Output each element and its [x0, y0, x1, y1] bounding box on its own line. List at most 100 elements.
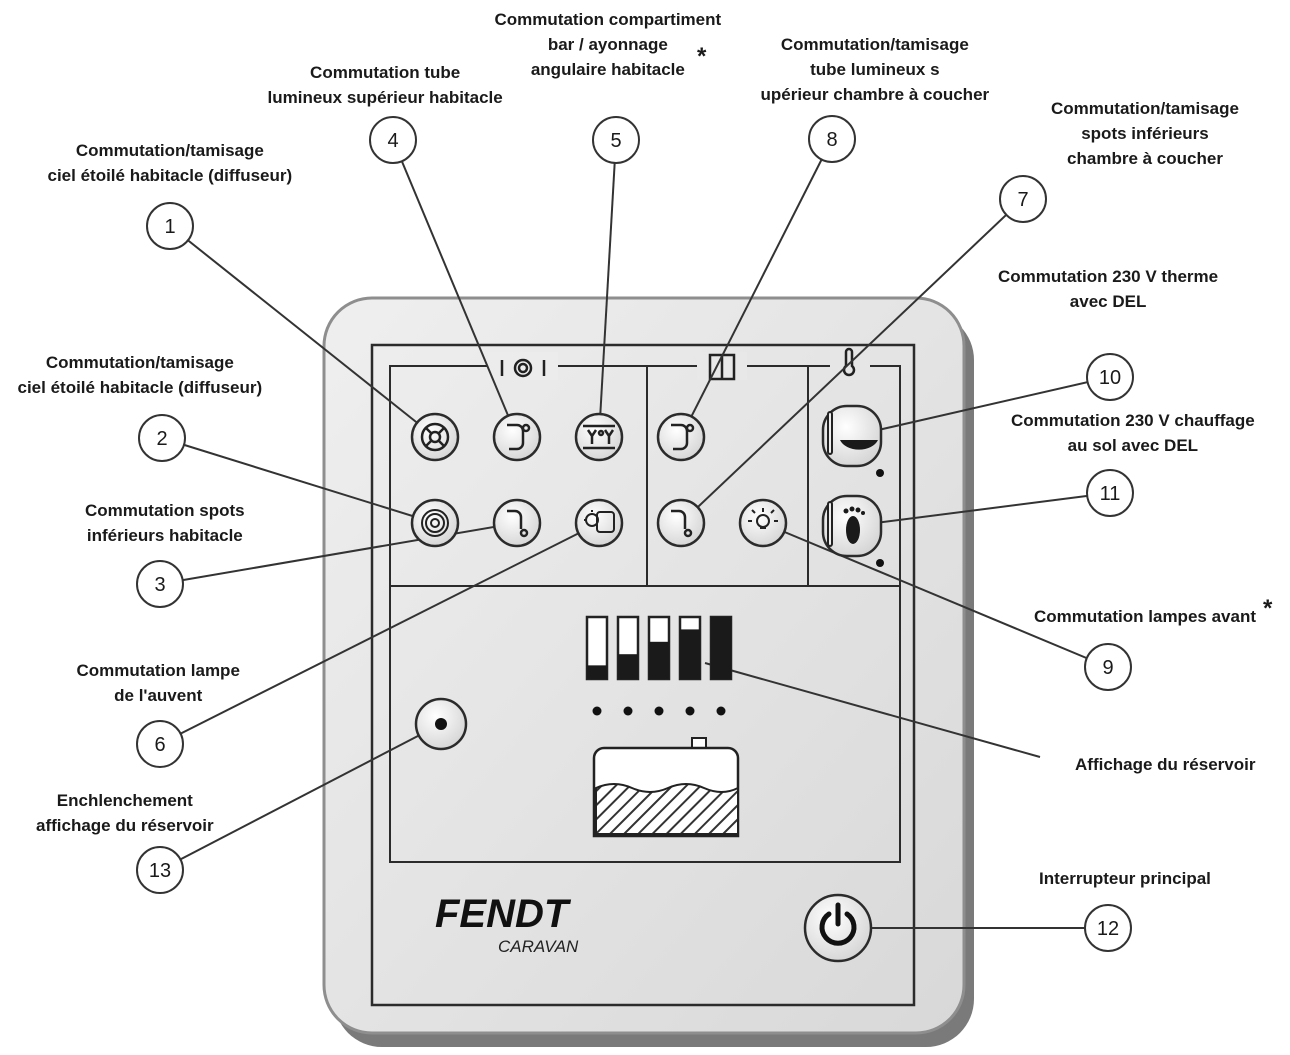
button-b4[interactable] [492, 412, 542, 462]
callout-7: 7 [999, 175, 1047, 223]
leader-line-13 [159, 723, 442, 871]
callout-12: 12 [1084, 904, 1132, 952]
label-line: Enchlenchement [56, 791, 193, 810]
callout-circle [146, 202, 194, 250]
callout-number: 7 [1017, 189, 1028, 211]
diffuser-icon [420, 422, 450, 452]
awning-lamp-icon [584, 510, 615, 533]
label-line: inférieurs habitacle [86, 526, 243, 545]
callout-13: 13 [136, 846, 184, 894]
leader-line-5 [598, 139, 617, 438]
label-line: tube lumineux s [810, 60, 940, 79]
label-line: Commutation/tamisage [45, 353, 234, 372]
label-line: Commutation 230 V therme [998, 267, 1219, 286]
callout-circle [136, 560, 184, 608]
callout-circle [592, 116, 640, 164]
label-line: Interrupteur principal [1039, 869, 1211, 888]
label-line: Commutation lampes avant [1034, 607, 1256, 626]
label-line: bar / ayonnage [547, 35, 668, 54]
boiler-heater-icon [827, 411, 878, 455]
callout-circle [808, 115, 856, 163]
callout-circle [1086, 469, 1134, 517]
floor-heating-foot-icon [827, 501, 865, 547]
tank-level-bar [647, 615, 671, 716]
label-line: lumineux supérieur habitacle [267, 88, 503, 107]
callout-number: 6 [154, 734, 165, 756]
starry-sky-icon [421, 509, 449, 537]
brand-subtitle: CARAVAN [498, 937, 579, 956]
tank-level-fill [649, 641, 669, 679]
callout-number: 11 [1100, 483, 1121, 505]
leader-line-8 [680, 138, 833, 438]
label-line: de l'auvent [114, 686, 203, 705]
leader-line-3 [159, 522, 518, 585]
panel-outer-frame [370, 343, 916, 1007]
callout-9: 9 [1084, 643, 1132, 691]
dining-table-icon [500, 358, 546, 378]
label-line: Commutation compartiment [494, 10, 722, 29]
callout-label-3: Commutation spots inférieurs habitacle [85, 498, 245, 548]
tank-level-fill [618, 654, 638, 679]
tank-display-dot-icon [435, 718, 447, 730]
callout-circle [1084, 643, 1132, 691]
led-b10 [876, 469, 884, 477]
tank-level-fill [711, 617, 731, 679]
button-b8[interactable] [656, 412, 706, 462]
label-line: Commutation spots [85, 501, 245, 520]
button-b10[interactable] [821, 404, 884, 477]
button-b5[interactable] [574, 412, 624, 462]
tank-level-display [585, 615, 733, 716]
callout-number: 4 [387, 130, 398, 152]
button-b1[interactable] [410, 412, 460, 462]
callout-number: 1 [164, 216, 175, 238]
callout-circle [138, 414, 186, 462]
tube-light-lower-icon [671, 509, 693, 538]
label-line: Commutation tube [310, 63, 461, 82]
callout-circle [136, 720, 184, 768]
label-line: Commutation 230 V chauffage [1011, 411, 1255, 430]
button-b11[interactable] [821, 494, 884, 567]
tank-level-bar [709, 615, 733, 716]
tank-level-led [623, 706, 633, 716]
tank-level-led [654, 706, 664, 716]
leader-line-6 [159, 522, 600, 745]
button-b7[interactable] [656, 498, 706, 548]
tank-area-frame [389, 585, 901, 863]
button-b3[interactable] [492, 498, 542, 548]
callout-3: 3 [136, 560, 184, 608]
callout-number: 3 [154, 574, 165, 596]
asterisk-9: * [1263, 595, 1273, 622]
leader-line-11 [851, 492, 1111, 527]
tank-level-bar [585, 615, 609, 716]
callout-10: 10 [1086, 353, 1134, 401]
button-b2[interactable] [410, 498, 460, 548]
label-line: Commutation/tamisage [780, 35, 969, 54]
button-b12[interactable] [803, 893, 873, 963]
label-line: Commutation/tamisage [75, 141, 264, 160]
tank-level-bar [616, 615, 640, 716]
tube-light-lower-icon [507, 509, 529, 538]
callout-number: 9 [1102, 657, 1113, 679]
callout-number: 8 [826, 129, 837, 151]
leader-line-9 [762, 522, 1109, 668]
button-b6[interactable] [574, 498, 624, 548]
leader-line-1 [169, 225, 436, 438]
callout-6: 6 [136, 720, 184, 768]
callout-8: 8 [808, 115, 856, 163]
callout-1: 1 [146, 202, 194, 250]
tank-level-led [716, 706, 726, 716]
button-b13[interactable] [414, 697, 468, 751]
tube-light-upper-icon [671, 423, 695, 451]
tank-icon [592, 737, 740, 838]
callout-label-4: Commutation tube lumineux supérieur habit… [268, 60, 503, 110]
button-b9[interactable] [738, 498, 788, 548]
label-line: Affichage du réservoir [1075, 755, 1256, 774]
tank-level-led [685, 706, 695, 716]
